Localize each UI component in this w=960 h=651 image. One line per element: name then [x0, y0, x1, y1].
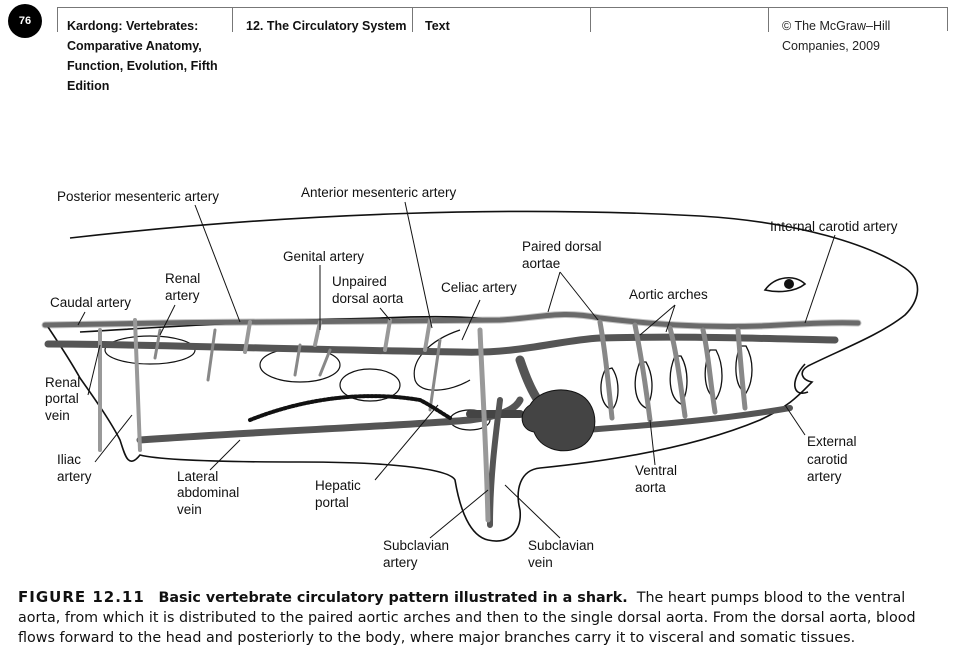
label-renal-artery-line2: artery	[165, 288, 200, 303]
label-iliac-line2: artery	[57, 469, 92, 484]
header-cell-book	[57, 7, 233, 32]
vessels	[41, 311, 862, 528]
label-posterior-mesenteric-artery: Posterior mesenteric artery	[57, 189, 219, 204]
label-paired-dorsal-line2: aortae	[522, 256, 560, 271]
page-number-badge: 76	[8, 4, 42, 38]
shark-eye	[763, 277, 807, 293]
label-external-carotid-line1: External	[807, 434, 857, 449]
header-cell-section	[412, 7, 591, 32]
label-unpaired-dorsal-line1: Unpaired	[332, 274, 387, 289]
label-subclavian-artery-line2: artery	[383, 555, 418, 570]
label-subclavian-artery-line1: Subclavian	[383, 538, 449, 553]
label-lateral-abdominal-line1: Lateral	[177, 469, 218, 484]
label-aortic-arches: Aortic arches	[629, 287, 708, 302]
label-renal-artery-line1: Renal	[165, 271, 200, 286]
section-title: Text	[425, 19, 450, 33]
label-genital-artery: Genital artery	[283, 249, 364, 264]
figure-caption: FIGURE 12.11 Basic vertebrate circulator…	[18, 587, 943, 648]
label-external-carotid-line2: carotid	[807, 452, 848, 467]
label-caudal-artery: Caudal artery	[50, 295, 131, 310]
label-renal-portal-line3: vein	[45, 408, 70, 423]
header-cell-chapter	[232, 7, 413, 32]
heart	[521, 389, 596, 452]
labels: Posterior mesenteric artery Anterior mes…	[45, 185, 898, 570]
label-ventral-aorta-line2: aorta	[635, 480, 666, 495]
label-lateral-abdominal-line3: vein	[177, 502, 202, 517]
label-subclavian-vein-line2: vein	[528, 555, 553, 570]
chapter-title: 12. The Circulatory System	[246, 19, 407, 33]
copyright: © The McGraw–Hill Companies, 2009	[782, 19, 891, 53]
label-iliac-line1: Iliac	[57, 452, 81, 467]
label-unpaired-dorsal-line2: dorsal aorta	[332, 291, 404, 306]
label-renal-portal-line1: Renal	[45, 375, 80, 390]
label-renal-portal-line2: portal	[45, 391, 79, 406]
label-anterior-mesenteric-artery: Anterior mesenteric artery	[301, 185, 457, 200]
label-paired-dorsal-line1: Paired dorsal	[522, 239, 602, 254]
leader-lines	[77, 201, 836, 539]
page-number: 76	[18, 15, 32, 27]
figure-caption-text: The heart pumps blood to the ventral aor…	[18, 590, 916, 646]
label-external-carotid-line3: artery	[807, 469, 842, 484]
figure-title: Basic vertebrate circulatory pattern ill…	[158, 590, 628, 606]
figure-number: FIGURE 12.11	[18, 588, 145, 606]
book-title: Kardong: Vertebrates: Comparative Anatom…	[67, 19, 218, 93]
label-ventral-aorta-line1: Ventral	[635, 463, 677, 478]
header-cell-copyright	[768, 7, 948, 32]
label-hepatic-portal-line1: Hepatic	[315, 478, 361, 493]
label-lateral-abdominal-line2: abdominal	[177, 485, 239, 500]
label-internal-carotid-artery: Internal carotid artery	[770, 219, 898, 234]
label-subclavian-vein-line1: Subclavian	[528, 538, 594, 553]
label-hepatic-portal-line2: portal	[315, 495, 349, 510]
label-celiac-artery: Celiac artery	[441, 280, 517, 295]
header-right-border	[947, 7, 948, 31]
header-cell-empty	[590, 7, 769, 32]
